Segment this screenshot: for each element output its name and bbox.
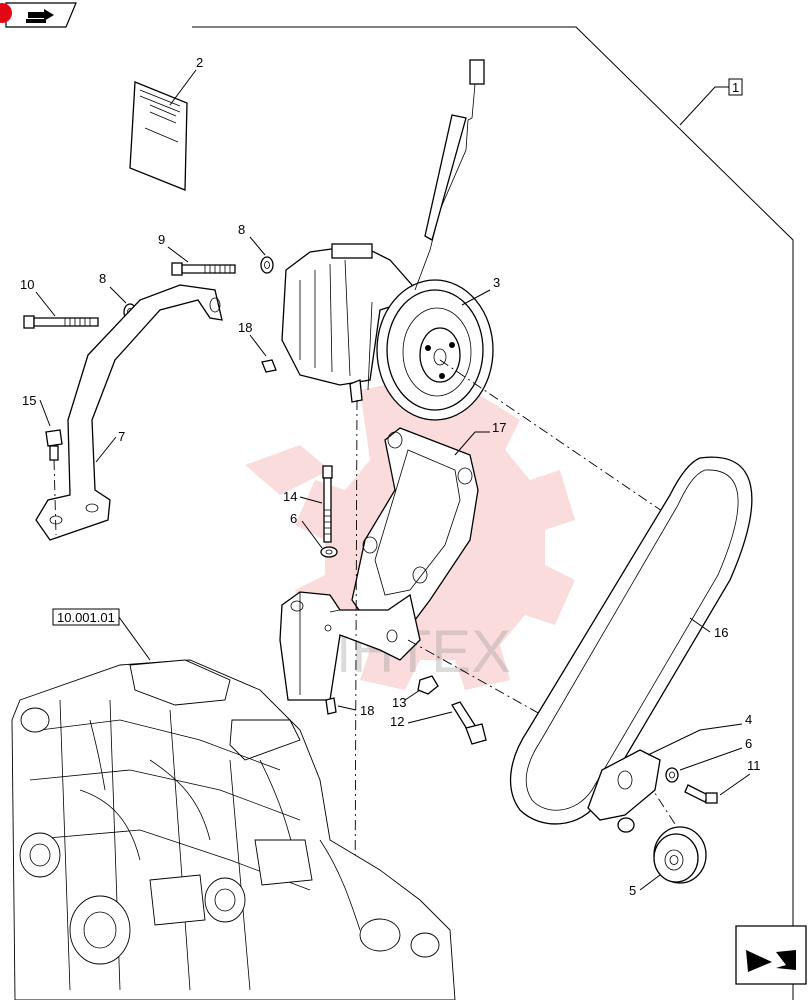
part-15-flange-bolt (45, 429, 63, 461)
callout-9: 9 (158, 232, 165, 247)
leader-15 (39, 399, 51, 427)
next-page-arrow-icon (746, 947, 796, 972)
centerline-15 (53, 459, 57, 536)
part-18-dowel-lower (325, 697, 337, 715)
engine-assembly-drawing (11, 659, 456, 1000)
callout-12: 12 (390, 714, 404, 729)
assembly-boundary-line (192, 26, 794, 1000)
part-18-dowel-upper (261, 359, 277, 373)
callout-7: 7 (118, 429, 125, 444)
part-4-tensioner-arm (587, 749, 661, 833)
callout-5: 5 (629, 883, 636, 898)
callout-8-lower: 8 (99, 271, 106, 286)
part-12-bolt (451, 701, 487, 745)
leader-11 (719, 773, 751, 796)
part-13-nut (417, 675, 439, 695)
part-14-bolt (322, 465, 333, 543)
callout-11: 11 (747, 758, 761, 773)
leader-2 (169, 69, 197, 106)
part-2-booklet (129, 81, 188, 191)
leader-5 (639, 874, 661, 891)
callout-2: 2 (196, 55, 203, 70)
part-5-idler-pulley (653, 826, 707, 884)
next-page-button[interactable] (735, 925, 807, 985)
callout-8-upper: 8 (238, 222, 245, 237)
corner-back-nav-button[interactable] (0, 2, 77, 28)
callout-18-lower: 18 (360, 703, 374, 718)
callout-15: 15 (22, 393, 36, 408)
leader-9 (167, 246, 189, 263)
notification-badge (0, 3, 12, 23)
callout-10: 10 (20, 277, 34, 292)
reference-box-label: 10.001.01 (57, 610, 115, 625)
part-6-washer-lower (665, 767, 679, 783)
reference-box[interactable]: 10.001.01 (52, 608, 120, 626)
callout-18-upper: 18 (238, 320, 252, 335)
callout-4: 4 (745, 712, 752, 727)
leader-14 (299, 496, 323, 504)
part-11-bolt (684, 784, 718, 804)
leader-17 (454, 431, 490, 456)
callout-1: 1 (732, 80, 739, 95)
part-9-bolt (171, 262, 236, 276)
leader-10 (35, 291, 56, 317)
callout-13: 13 (392, 695, 406, 710)
part-3-ac-compressor (281, 243, 494, 421)
leader-3 (461, 289, 491, 306)
callout-16: 16 (714, 625, 728, 640)
callout-6-lower: 6 (745, 736, 752, 751)
leader-1 (679, 86, 729, 126)
part-17-mounting-base (279, 591, 421, 701)
callout-14: 14 (283, 489, 297, 504)
leader-6-lower (679, 747, 743, 771)
part-8-washer-upper (260, 256, 274, 274)
leader-8-lower (109, 286, 127, 304)
leader-7 (95, 436, 117, 463)
leader-18-upper (249, 334, 267, 357)
leader-8-upper (249, 236, 266, 256)
leader-reference-box (118, 616, 151, 661)
callout-3: 3 (493, 275, 500, 290)
leader-12 (407, 711, 453, 724)
part-16-poly-v-belt (509, 456, 753, 825)
leader-16 (689, 617, 711, 633)
leader-13 (404, 689, 421, 701)
leader-4 (647, 723, 743, 756)
part-10-bolt (23, 315, 99, 329)
leader-6-upper (301, 520, 323, 549)
part-6-washer-upper (320, 546, 338, 558)
callout-6-upper: 6 (290, 511, 297, 526)
corner-back-nav-icon (26, 9, 54, 23)
callout-17: 17 (492, 420, 506, 435)
part-3-wire-connector (414, 59, 485, 291)
leader-18-lower (337, 705, 357, 711)
centerline-compressor (354, 399, 358, 906)
